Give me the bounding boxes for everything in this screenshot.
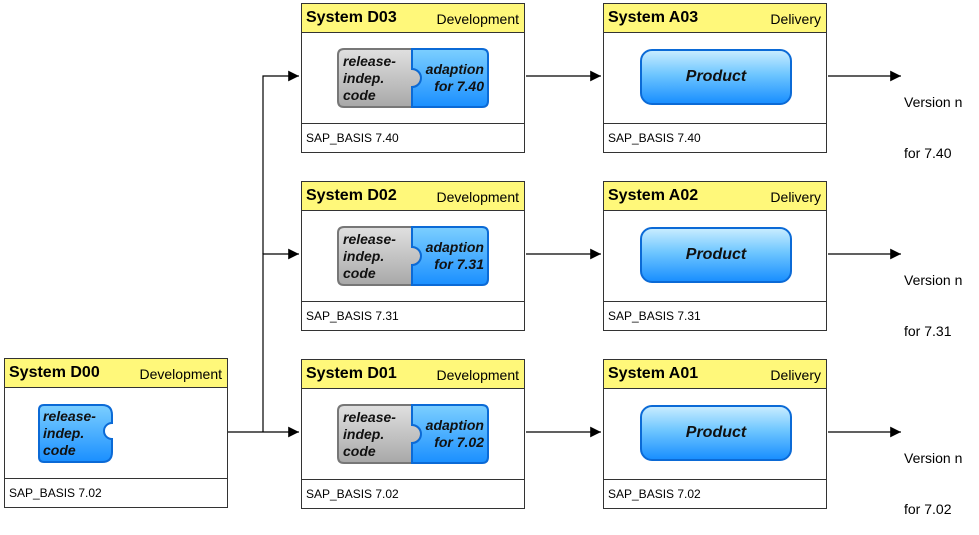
version-line: Version n <box>904 94 963 110</box>
system-footer: SAP_BASIS 7.31 <box>604 301 826 330</box>
release-code-line: indep. <box>343 426 385 442</box>
product-box: Product <box>640 227 792 283</box>
release-code-line: code <box>343 265 376 281</box>
system-name: System D03 <box>306 9 397 26</box>
product-box: Product <box>640 405 792 461</box>
version-line: Version n <box>904 272 963 288</box>
release-code-line: indep. <box>343 248 385 264</box>
arrow-d00-d02 <box>262 248 299 432</box>
system-name: System A02 <box>608 187 699 204</box>
system-name: System D02 <box>306 187 397 204</box>
version-line: for 7.02 <box>904 501 952 517</box>
release-code-line: release- <box>343 53 396 69</box>
puzzle-pieces <box>337 404 489 464</box>
release-code-line: code <box>343 443 376 459</box>
system-header: System D01 Development <box>302 360 524 389</box>
version-line: Version n <box>904 450 963 466</box>
version-label-702: Version n for 7.02 <box>904 416 962 535</box>
product-label: Product <box>685 68 747 85</box>
adaption-piece <box>411 404 489 464</box>
system-name: System D01 <box>306 365 397 382</box>
system-d00-box: System D00 Development release- indep. c… <box>4 358 228 508</box>
system-header: System D00 Development <box>5 359 227 388</box>
puzzle-pieces <box>337 226 489 286</box>
adaption-line: for 7.31 <box>434 256 484 272</box>
system-role: Delivery <box>770 189 821 205</box>
system-footer: SAP_BASIS 7.02 <box>604 479 826 508</box>
adaption-piece <box>411 48 489 108</box>
sap-basis-version: SAP_BASIS 7.40 <box>306 131 399 145</box>
system-a01-box: System A01 Delivery Product SAP_BASIS 7.… <box>603 359 827 509</box>
system-role: Delivery <box>770 367 821 383</box>
product-box: Product <box>640 49 792 105</box>
release-code-line: indep. <box>343 70 385 86</box>
sap-basis-version: SAP_BASIS 7.31 <box>608 309 701 323</box>
system-a03-box: System A03 Delivery Product SAP_BASIS 7.… <box>603 3 827 153</box>
system-footer: SAP_BASIS 7.31 <box>302 301 524 330</box>
system-header: System A01 Delivery <box>604 360 826 389</box>
system-role: Development <box>139 366 223 382</box>
system-footer: SAP_BASIS 7.40 <box>302 123 524 152</box>
product-label: Product <box>685 246 747 263</box>
release-code-line: release- <box>343 231 396 247</box>
sap-basis-version: SAP_BASIS 7.02 <box>608 487 701 501</box>
system-role: Development <box>436 189 520 205</box>
release-code-line: release- <box>343 409 396 425</box>
system-header: System A02 Delivery <box>604 182 826 211</box>
release-code-line: code <box>343 87 376 103</box>
system-a02-box: System A02 Delivery Product SAP_BASIS 7.… <box>603 181 827 331</box>
adaption-line: adaption <box>425 61 484 77</box>
adaption-line: adaption <box>425 417 484 433</box>
system-d03-box: System D03 Development release- indep. c… <box>301 3 525 153</box>
arrow-d00-d03 <box>262 70 299 254</box>
release-code-line: release- <box>43 408 96 424</box>
system-name: System D00 <box>9 364 100 381</box>
system-role: Development <box>436 367 520 383</box>
system-header: System A03 Delivery <box>604 4 826 33</box>
version-line: for 7.31 <box>904 323 952 339</box>
release-code-piece <box>38 404 113 463</box>
adaption-line: adaption <box>425 239 484 255</box>
version-label-731: Version n for 7.31 <box>904 238 962 357</box>
version-line: for 7.40 <box>904 145 952 161</box>
system-name: System A01 <box>608 365 699 382</box>
sap-basis-version: SAP_BASIS 7.02 <box>306 487 399 501</box>
release-code-line: indep. <box>43 425 85 441</box>
adaption-line: for 7.02 <box>434 434 484 450</box>
sap-basis-version: SAP_BASIS 7.02 <box>9 486 102 500</box>
sap-basis-version: SAP_BASIS 7.40 <box>608 131 701 145</box>
system-header: System D03 Development <box>302 4 524 33</box>
system-footer: SAP_BASIS 7.02 <box>5 478 227 507</box>
system-footer: SAP_BASIS 7.40 <box>604 123 826 152</box>
connector-arrows <box>228 70 901 438</box>
adaption-piece <box>411 226 489 286</box>
version-label-740: Version n for 7.40 <box>904 60 962 179</box>
product-label: Product <box>685 424 747 441</box>
system-d02-box: System D02 Development release- indep. c… <box>301 181 525 331</box>
system-role: Development <box>436 11 520 27</box>
system-name: System A03 <box>608 9 699 26</box>
sap-basis-version: SAP_BASIS 7.31 <box>306 309 399 323</box>
adaption-line: for 7.40 <box>434 78 484 94</box>
system-header: System D02 Development <box>302 182 524 211</box>
system-d01-box: System D01 Development release- indep. c… <box>301 359 525 509</box>
system-role: Delivery <box>770 11 821 27</box>
release-code-line: code <box>43 442 76 458</box>
system-footer: SAP_BASIS 7.02 <box>302 479 524 508</box>
puzzle-pieces <box>337 48 489 108</box>
